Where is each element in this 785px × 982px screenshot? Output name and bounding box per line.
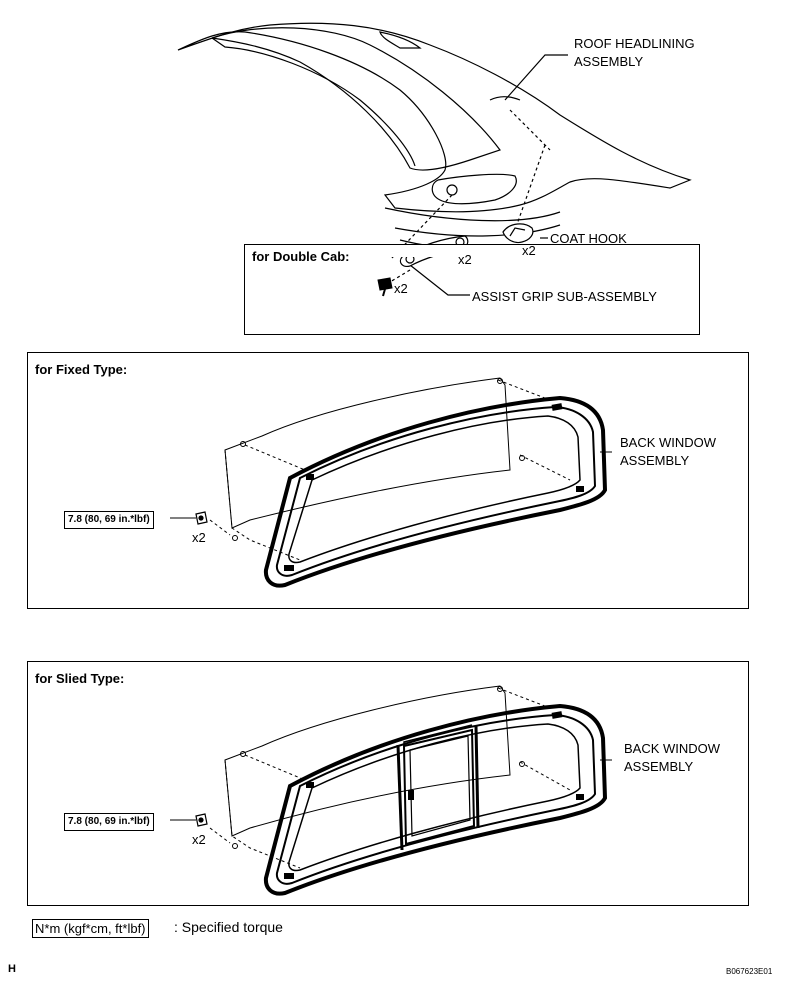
torque-unit-box: N*m (kgf*cm, ft*lbf) — [32, 919, 149, 938]
torque-legend-description: : Specified torque — [174, 919, 283, 935]
grip-screw-part — [377, 277, 393, 297]
screw-qty: x2 — [394, 281, 408, 296]
fixed-back-window-label-line2: ASSEMBLY — [620, 453, 690, 468]
slide-type-title: for Slied Type: — [35, 671, 125, 686]
grip-qty: x2 — [458, 252, 472, 267]
slide-type-panel — [27, 661, 749, 906]
fixed-window-frame — [263, 395, 608, 588]
coat-hook-part — [502, 223, 534, 244]
fixed-torque-nut — [195, 511, 208, 525]
slide-torque-spec: 7.8 (80, 69 in.*lbf) — [64, 813, 154, 831]
slide-back-window-label-line1: BACK WINDOW — [624, 741, 721, 756]
coat-hook-qty: x2 — [522, 243, 536, 258]
double-cab-label: for Double Cab: — [252, 249, 350, 264]
fixed-type-panel — [27, 352, 749, 609]
fixed-back-window-label-line1: BACK WINDOW — [620, 435, 717, 450]
fixed-qty: x2 — [192, 530, 206, 545]
assist-grip-label: ASSIST GRIP SUB-ASSEMBLY — [472, 289, 657, 304]
coat-hook-label: COAT HOOK — [550, 231, 627, 246]
figure-id: B067623E01 — [726, 967, 773, 976]
roof-headlining-label-line1: ROOF HEADLINING — [574, 36, 695, 51]
roof-headlining-label-line2: ASSEMBLY — [574, 54, 644, 69]
roof-headlining-shape — [177, 22, 692, 213]
slide-back-window-label-line2: ASSEMBLY — [624, 759, 694, 774]
slide-window-frame — [263, 703, 608, 896]
fixed-type-title: for Fixed Type: — [35, 362, 128, 377]
footer-left-code: H — [8, 963, 16, 975]
double-cab-panel-notch — [244, 244, 493, 257]
slide-torque-nut — [195, 813, 208, 827]
slide-qty: x2 — [192, 832, 206, 847]
fixed-torque-spec: 7.8 (80, 69 in.*lbf) — [64, 511, 154, 529]
